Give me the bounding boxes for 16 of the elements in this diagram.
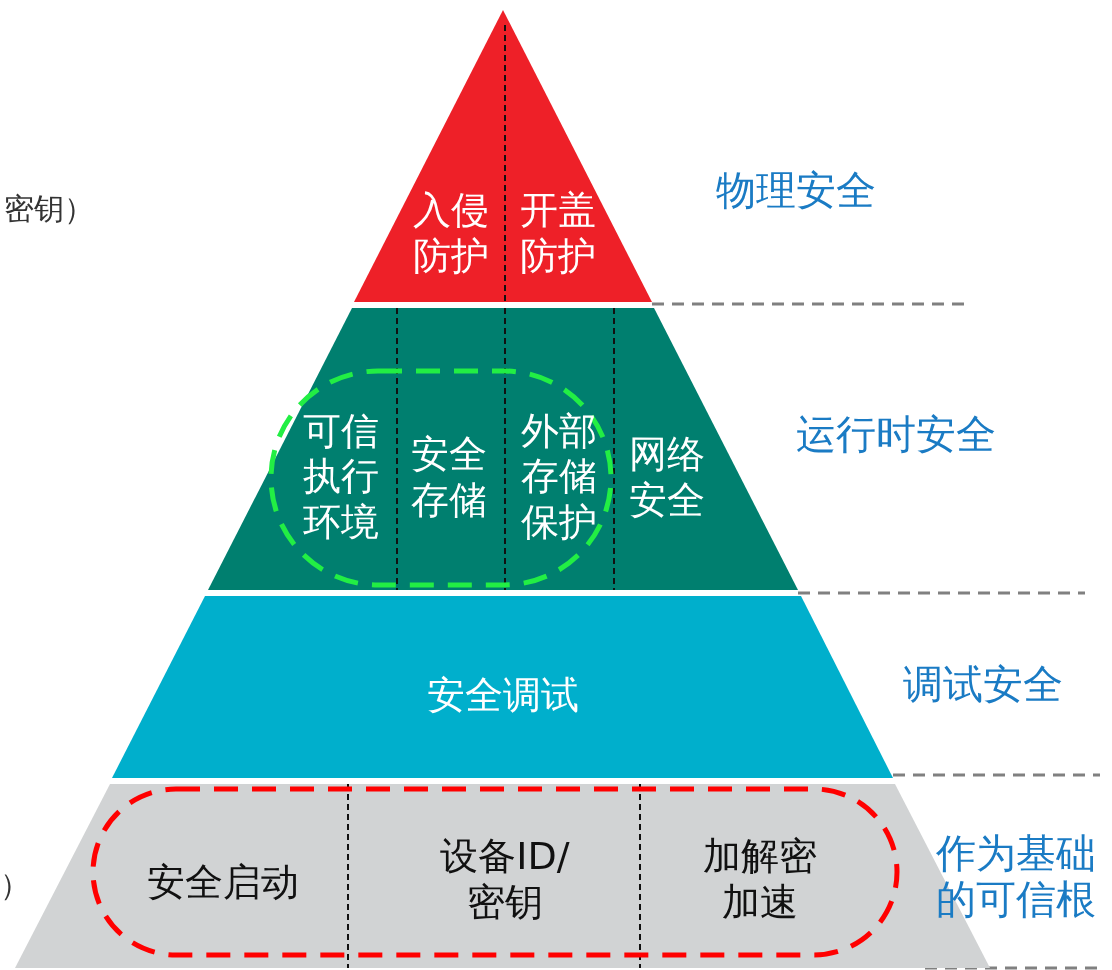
cell-text: 开盖防护 — [512, 182, 604, 286]
side-label: 运行时安全 — [796, 410, 997, 459]
side-label: 作为基础的可信根 — [936, 830, 1097, 922]
band-text: 安全调试 — [426, 671, 579, 719]
cell-text: 网络安全 — [622, 428, 712, 528]
cell-text: 安全存储 — [404, 428, 494, 528]
side-label: 密钥） — [4, 190, 95, 228]
cell-text: 入侵防护 — [405, 182, 497, 286]
side-label: 调试安全 — [903, 660, 1064, 709]
cell-text: 设备ID/密钥 — [425, 830, 585, 930]
cell-text: 可信执行环境 — [296, 402, 386, 552]
side-label: 物理安全 — [716, 166, 877, 215]
cell-text: 外部存储保护 — [514, 402, 604, 552]
side-label: ） — [0, 866, 30, 904]
cell-text: 安全启动 — [128, 855, 318, 911]
cell-text: 加解密加速 — [690, 830, 830, 930]
